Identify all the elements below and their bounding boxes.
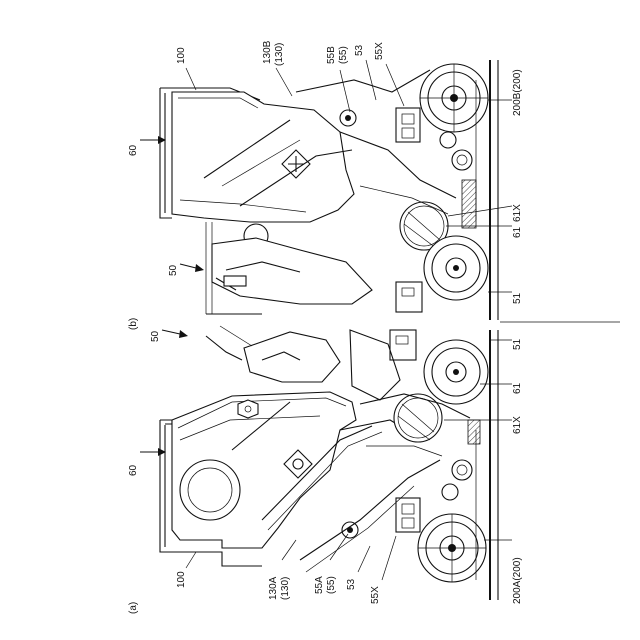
- label-53-b: 53: [354, 44, 365, 56]
- label-53-a: 53: [346, 578, 357, 590]
- label-61-a: 61: [512, 382, 523, 394]
- label-55b-sub: (55): [338, 46, 349, 64]
- panel-b-tag: (b): [128, 318, 139, 330]
- panel-a-drawing: [160, 326, 498, 600]
- panel-b-drawing: [160, 60, 498, 320]
- label-55a-sub: (55): [326, 576, 337, 594]
- label-55a: 55A: [314, 576, 325, 594]
- label-61x-b: 61X: [512, 204, 523, 222]
- label-51-a: 51: [512, 338, 523, 350]
- label-100-a: 100: [176, 571, 187, 588]
- panel-a-tag: (a): [128, 602, 139, 614]
- label-100-b: 100: [176, 47, 187, 64]
- label-130b-sub: (130): [274, 43, 285, 66]
- label-55b: 55B: [326, 46, 337, 64]
- label-51-b: 51: [512, 292, 523, 304]
- label-60-a: 60: [128, 464, 139, 476]
- label-55x-b: 55X: [374, 42, 385, 60]
- label-130a-sub: (130): [280, 577, 291, 600]
- label-200b: 200B(200): [512, 69, 523, 116]
- label-50-a: 50: [150, 330, 161, 342]
- label-130a: 130A: [268, 576, 279, 600]
- label-60-b: 60: [128, 144, 139, 156]
- label-61x-a: 61X: [512, 416, 523, 434]
- label-61-b: 61: [512, 226, 523, 238]
- label-55x-a: 55X: [370, 586, 381, 604]
- label-200a: 200A(200): [512, 557, 523, 604]
- label-50-b: 50: [168, 264, 179, 276]
- label-130b: 130B: [262, 40, 273, 64]
